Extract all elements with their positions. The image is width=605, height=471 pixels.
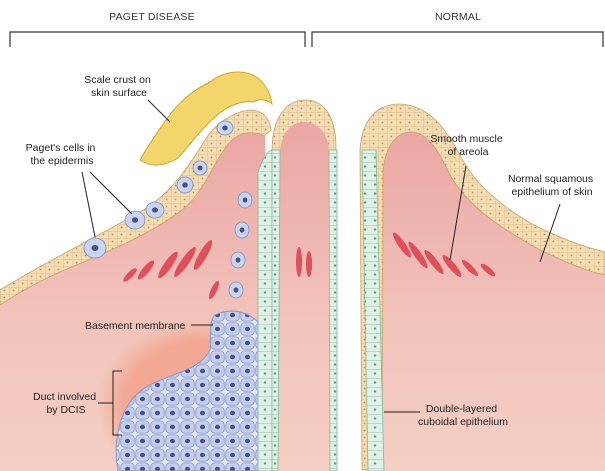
header-normal: NORMAL <box>435 11 481 23</box>
svg-text:Paget's cells in the epi: Paget's cells in the epidermis <box>26 142 99 167</box>
svg-text:Basement membrane: Basement membrane <box>85 320 186 332</box>
nipple-lining-right <box>329 150 337 471</box>
nipple-column <box>272 100 337 471</box>
header-paget-disease: PAGET DISEASE <box>109 11 195 23</box>
svg-text:Normal squamous epitheli: Normal squamous epithelium of skin <box>508 173 596 198</box>
nipple-dermis <box>278 122 330 471</box>
svg-text:Double-layered cuboidal: Double-layered cuboidal epithelium <box>418 403 508 428</box>
label-scale-crust: Scale crust on skin surface <box>84 74 170 122</box>
label-pagets-cells: Paget's cells in the epidermis <box>26 142 132 237</box>
left-duct-lining <box>258 150 272 471</box>
paget-bracket <box>10 32 305 47</box>
svg-text:Scale crust on skin surf: Scale crust on skin surface <box>84 74 153 99</box>
header-brackets <box>10 32 603 47</box>
center-duct-left <box>258 150 272 471</box>
normal-bracket <box>312 32 603 47</box>
